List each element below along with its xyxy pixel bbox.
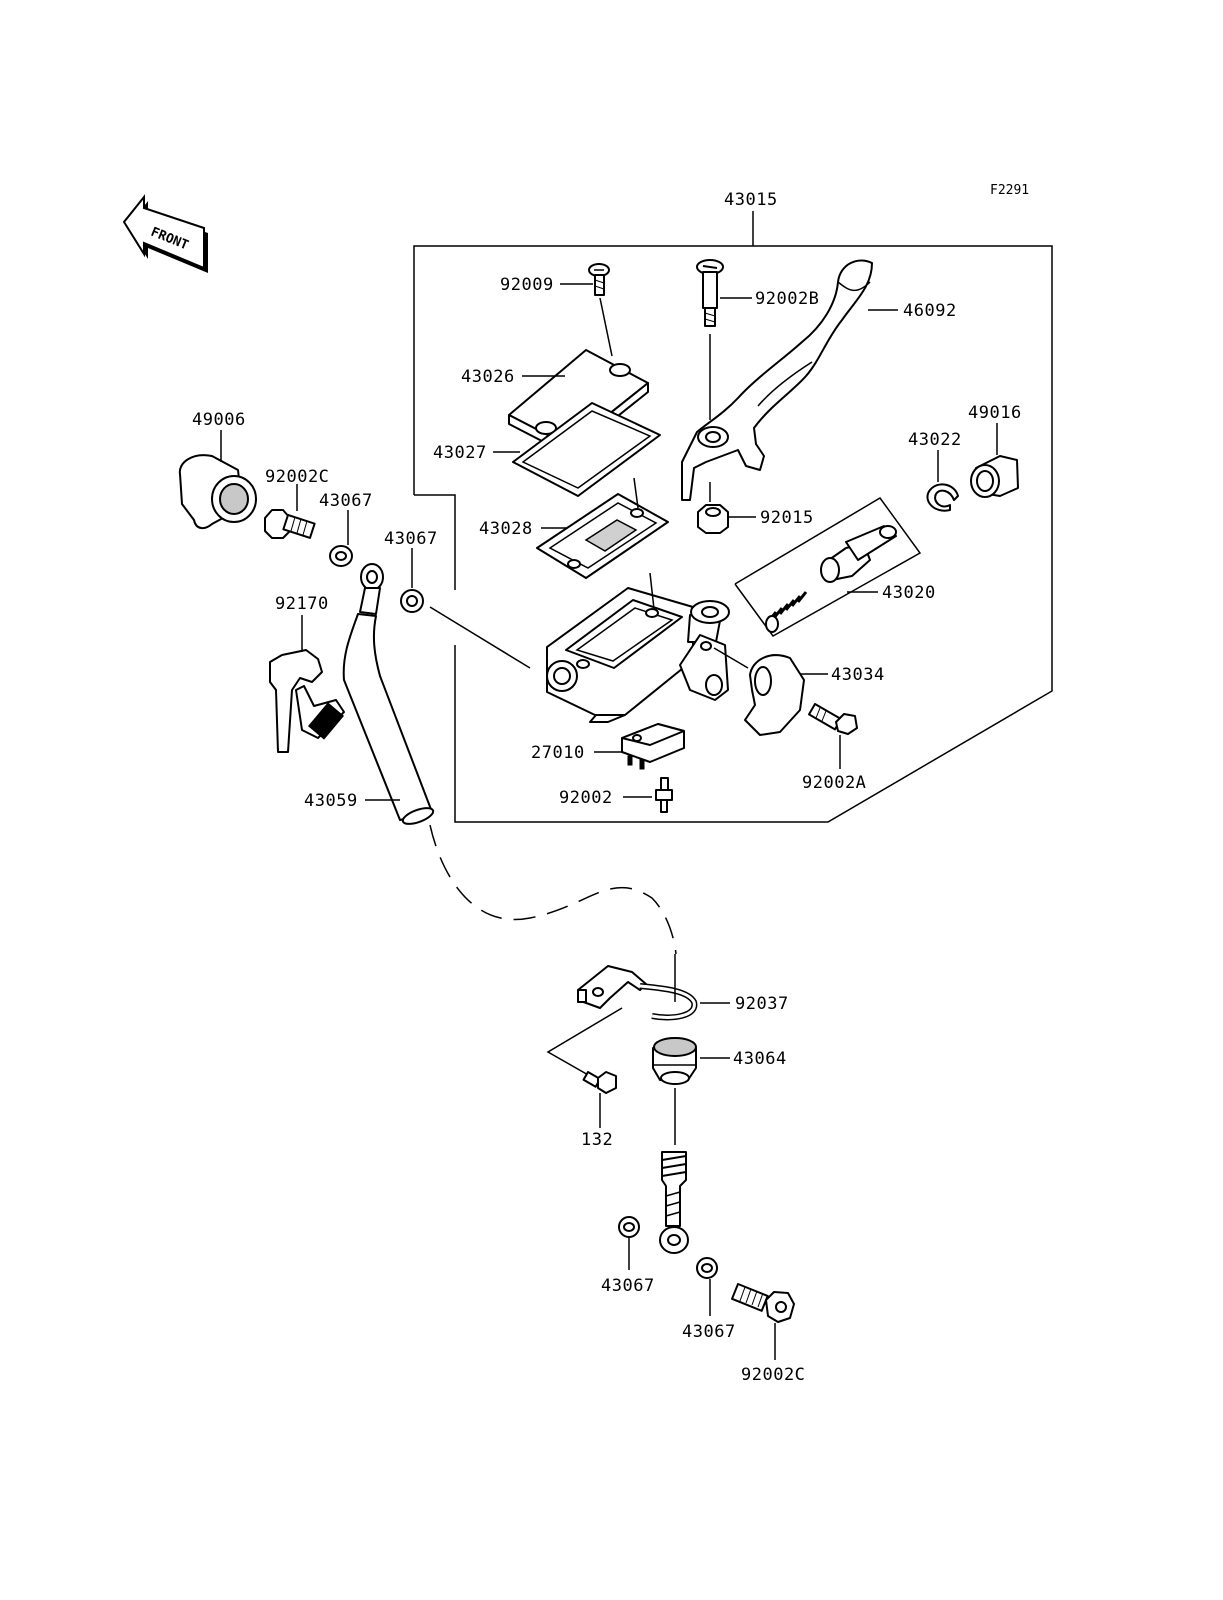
washer-bottom-left-icon [618, 1216, 640, 1238]
label-switch-screw: 92002 [559, 788, 613, 808]
bracket-bolt-icon [582, 1071, 617, 1094]
grommet-icon [652, 1037, 697, 1085]
label-washer-top-right: 43067 [384, 529, 438, 549]
label-assembly: 43015 [724, 190, 778, 210]
label-piston-boot: 49016 [968, 403, 1022, 423]
label-plate: 43027 [433, 443, 487, 463]
label-clamp-bolt: 92002A [802, 773, 866, 793]
hose-bracket-icon [269, 649, 345, 753]
label-grommet: 43064 [733, 1049, 787, 1069]
figure-code: F2291 [990, 183, 1029, 198]
label-washer-top-left: 43067 [319, 491, 373, 511]
label-banjo-bolt-bottom: 92002C [741, 1365, 805, 1385]
banjo-bolt-bottom-icon [731, 1282, 795, 1323]
cap-plate-icon [512, 402, 661, 497]
label-hose-clamp: 92037 [735, 994, 789, 1014]
diaphragm-icon [536, 493, 669, 579]
label-clamp-holder: 43034 [831, 665, 885, 685]
master-cylinder-body-icon [546, 587, 730, 723]
pivot-nut-icon [697, 504, 729, 534]
label-diaphragm: 43028 [479, 519, 533, 539]
assembly-boundary [413, 211, 1053, 823]
piston-set-icon [734, 497, 922, 637]
label-pivot-nut: 92015 [760, 508, 814, 528]
clamp-holder-icon [744, 654, 805, 736]
switch-screw-icon [655, 777, 673, 813]
label-piston-set: 43020 [882, 583, 936, 603]
label-washer-bottom-left: 43067 [601, 1276, 655, 1296]
piston-boot-icon [970, 455, 1019, 498]
label-cap: 43026 [461, 367, 515, 387]
label-lever-boot: 49006 [192, 410, 246, 430]
label-hose-bracket: 92170 [275, 594, 329, 614]
washer-top-right-icon [400, 589, 424, 613]
brake-switch-icon [621, 723, 685, 770]
brake-lever-icon [681, 259, 873, 501]
hose-fitting-icon [659, 1151, 689, 1254]
hose-clamp-icon [577, 965, 698, 1021]
washer-bottom-right-icon [696, 1257, 718, 1279]
label-lever: 46092 [903, 301, 957, 321]
washer-top-left-icon [329, 545, 353, 567]
circlip-icon [926, 483, 959, 512]
clamp-bolt-icon [808, 702, 858, 735]
label-pivot-bolt: 92002B [755, 289, 819, 309]
brake-hose-icon [342, 563, 435, 825]
label-brake-switch: 27010 [531, 743, 585, 763]
front-arrow-icon: FRONT [122, 194, 208, 273]
banjo-bolt-top-icon [264, 509, 316, 539]
label-washer-bottom-right: 43067 [682, 1322, 736, 1342]
label-hose: 43059 [304, 791, 358, 811]
pivot-bolt-icon [696, 259, 724, 327]
label-screw-cap: 92009 [500, 275, 554, 295]
lever-boot-icon [178, 454, 257, 530]
screw-icon [588, 263, 610, 296]
label-circlip: 43022 [908, 430, 962, 450]
label-bracket-bolt: 132 [581, 1130, 613, 1150]
label-banjo-bolt-top: 92002C [265, 467, 329, 487]
